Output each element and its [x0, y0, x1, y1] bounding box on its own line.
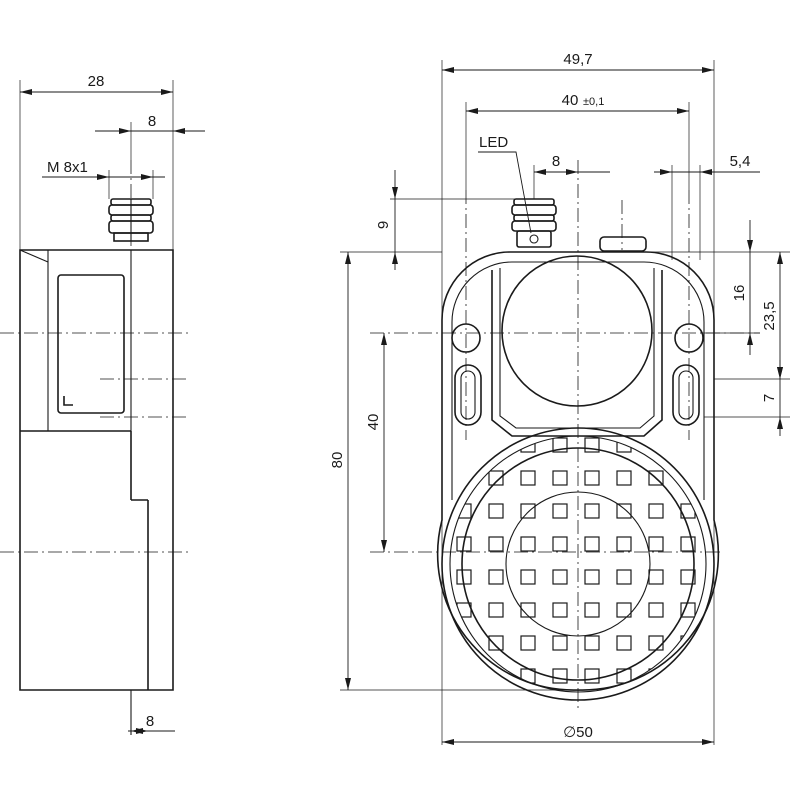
- led-label: LED: [479, 134, 508, 151]
- front-view: 49,7 40 ±0,1 LED 8 5,4 9: [329, 51, 790, 745]
- dim-front-height-7: 7: [761, 394, 778, 402]
- dim-front-connector-height: 9: [375, 221, 392, 229]
- front-lens: [501, 255, 653, 407]
- dim-side-connector-offset: 8: [148, 113, 156, 130]
- dim-front-height-23-5: 23,5: [761, 301, 778, 330]
- side-window: [57, 274, 125, 414]
- dim-front-hole-spacing: 40: [562, 92, 579, 109]
- dim-front-vertical-40: 40: [365, 414, 382, 431]
- dim-front-hole-spacing-tolerance: ±0,1: [583, 96, 604, 108]
- dim-front-height-16: 16: [731, 285, 748, 302]
- dim-front-edge-offset: 5,4: [730, 153, 751, 170]
- slot-left: [454, 364, 482, 426]
- dim-front-led-offset: 8: [552, 153, 560, 170]
- side-body-outline: [19, 249, 174, 691]
- dim-front-width: 49,7: [563, 51, 592, 68]
- slot-right: [672, 364, 700, 426]
- side-view: 28 8 M 8x1 8: [0, 73, 205, 735]
- front-lens-housing: [491, 270, 663, 437]
- dim-side-width: 28: [88, 73, 105, 90]
- front-housing-outline: [436, 251, 720, 691]
- dim-side-bottom-step: 8: [146, 713, 154, 730]
- dim-front-overall-height: 80: [329, 452, 346, 469]
- front-tab: [599, 236, 647, 252]
- sensor-grid: [450, 436, 706, 692]
- dim-side-thread: M 8x1: [47, 159, 88, 176]
- led-indicator: [529, 234, 539, 244]
- dim-front-diameter: ∅50: [563, 724, 593, 741]
- front-connector: [511, 198, 557, 248]
